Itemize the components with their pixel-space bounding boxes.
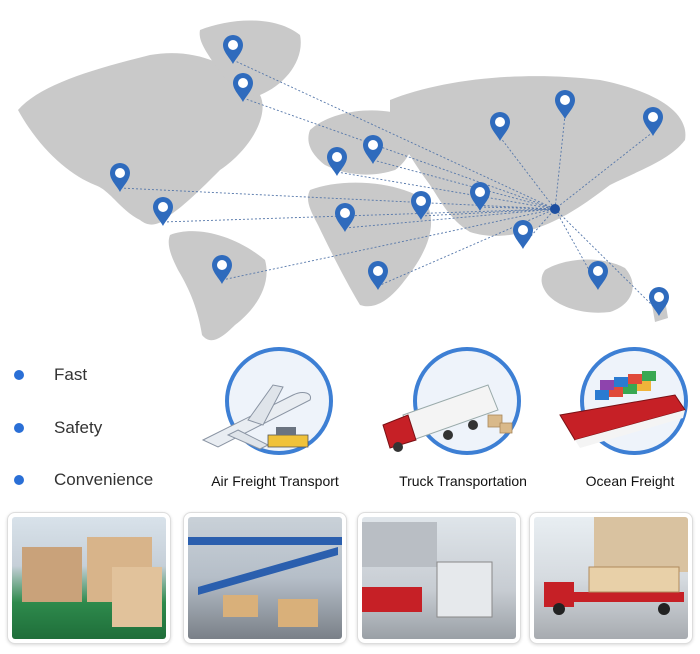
location-pin-icon bbox=[212, 255, 232, 284]
route-line bbox=[344, 208, 556, 229]
location-pins bbox=[110, 35, 669, 316]
location-pin-icon bbox=[368, 261, 388, 290]
asia-landmass bbox=[390, 76, 686, 236]
location-pin-icon bbox=[470, 182, 490, 211]
feature-label: Convenience bbox=[54, 470, 154, 489]
route-line bbox=[221, 208, 556, 281]
truck-transport-label: Truck Transportation bbox=[399, 473, 527, 489]
loading-illustration bbox=[362, 522, 493, 618]
photo-gallery bbox=[0, 512, 700, 644]
route-line bbox=[554, 208, 599, 287]
world-route-map bbox=[18, 20, 686, 341]
cargo-ship-icon bbox=[559, 371, 686, 448]
location-pin-icon bbox=[490, 112, 510, 141]
hub-marker bbox=[550, 204, 560, 214]
feature-item-safety: Safety bbox=[14, 418, 102, 438]
location-pin-icon bbox=[643, 107, 663, 136]
route-line bbox=[479, 206, 556, 210]
location-pin-icon bbox=[153, 197, 173, 226]
route-line bbox=[554, 131, 654, 210]
route-line bbox=[119, 187, 556, 210]
route-line bbox=[372, 159, 556, 210]
route-line bbox=[554, 208, 660, 313]
feature-item-fast: Fast bbox=[14, 365, 87, 385]
ocean-freight-label: Ocean Freight bbox=[585, 473, 675, 489]
truck-icon bbox=[382, 384, 513, 452]
bullet-dot-icon bbox=[14, 475, 24, 485]
location-pin-icon bbox=[588, 261, 608, 290]
feature-item-convenience: Convenience bbox=[14, 470, 153, 490]
location-pin-icon bbox=[513, 220, 533, 249]
air-freight-label: Air Freight Transport bbox=[211, 473, 339, 489]
location-pin-icon bbox=[411, 191, 431, 220]
bullet-dot-icon bbox=[14, 423, 24, 433]
conveyor-warehouse-photo bbox=[183, 512, 347, 644]
feature-label: Fast bbox=[54, 365, 88, 384]
location-pin-icon bbox=[555, 90, 575, 119]
air-freight-card: Air Freight Transport bbox=[190, 345, 360, 495]
location-pin-icon bbox=[335, 203, 355, 232]
route-line bbox=[242, 97, 556, 210]
australia-landmass bbox=[541, 259, 633, 313]
truck-transport-card: Truck Transportation bbox=[378, 345, 548, 495]
airplane-icon bbox=[201, 384, 312, 450]
ocean-freight-card: Ocean Freight bbox=[545, 345, 700, 495]
warehouse-boxes-photo bbox=[7, 512, 171, 644]
truck-cargo-illustration bbox=[544, 517, 688, 615]
boxes-illustration bbox=[22, 537, 162, 627]
bullet-dot-icon bbox=[14, 370, 24, 380]
location-pin-icon bbox=[110, 163, 130, 192]
location-pin-icon bbox=[223, 35, 243, 64]
south-america-landmass bbox=[168, 231, 267, 341]
location-pin-icon bbox=[233, 73, 253, 102]
red-truck-cargo-photo bbox=[529, 512, 693, 644]
route-line bbox=[336, 171, 556, 210]
north-america-landmass bbox=[18, 53, 263, 225]
location-pin-icon bbox=[363, 135, 383, 164]
route-line bbox=[499, 136, 556, 210]
feature-label: Safety bbox=[54, 418, 103, 437]
route-line bbox=[232, 59, 556, 210]
conveyor-illustration bbox=[188, 537, 342, 627]
location-pin-icon bbox=[649, 287, 669, 316]
loading-truck-photo bbox=[357, 512, 521, 644]
location-pin-icon bbox=[327, 147, 347, 176]
route-line bbox=[162, 208, 556, 223]
